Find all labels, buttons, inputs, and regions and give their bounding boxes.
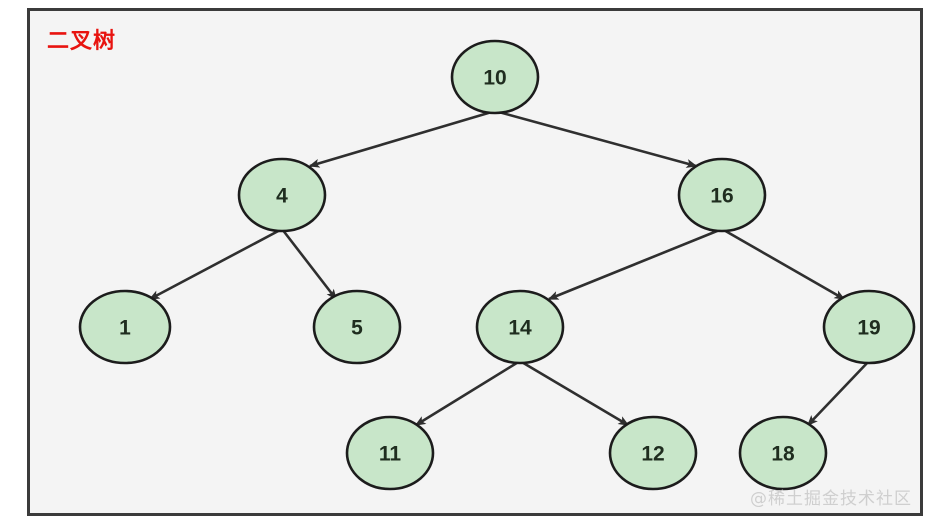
node-label-14: 14 [508,317,532,340]
node-label-10: 10 [483,67,506,90]
node-circle-5 [312,289,402,365]
node-circle-1 [78,289,172,365]
diagram-title: 二叉树 [47,29,117,54]
tree-edge-n19-to-n18 [806,360,870,427]
tree-edge-n16-to-n14 [547,227,723,301]
node-label-18: 18 [771,443,795,466]
tree-node-4[interactable]: 4 [237,157,327,233]
node-label-4: 4 [276,185,288,208]
node-circle-12 [608,415,698,491]
node-circle-14 [475,289,565,365]
node-circle-18 [738,415,828,491]
tree-edge-n14-to-n11 [414,359,521,427]
tree-node-1[interactable]: 1 [78,289,172,365]
tree-edge-n4-to-n1 [148,227,283,301]
tree-node-5[interactable]: 5 [312,289,402,365]
tree-node-16[interactable]: 16 [677,157,767,233]
tree-edge-n16-to-n19 [721,227,846,301]
tree-node-10[interactable]: 10 [450,39,540,115]
tree-node-19[interactable]: 19 [822,289,916,365]
node-label-12: 12 [641,443,664,466]
node-circle-11 [345,415,435,491]
node-label-11: 11 [379,443,402,466]
node-label-16: 16 [710,185,733,208]
node-label-1: 1 [119,317,131,340]
tree-node-18[interactable]: 18 [738,415,828,491]
tree-edge-n4-to-n5 [280,228,338,301]
tree-edge-n14-to-n12 [519,359,630,427]
node-circle-19 [822,289,916,365]
node-label-19: 19 [857,317,880,340]
watermark-text: @稀土掘金技术社区 [750,489,912,509]
node-circle-4 [237,157,327,233]
tree-edge-n10-to-n4 [308,109,496,168]
tree-edge-n10-to-n16 [494,109,698,168]
node-circle-16 [677,157,767,233]
tree-node-14[interactable]: 14 [475,289,565,365]
tree-node-12[interactable]: 12 [608,415,698,491]
tree-node-11[interactable]: 11 [345,415,435,491]
node-label-5: 5 [351,317,363,340]
node-circle-10 [450,39,540,115]
tree-edges [148,109,870,427]
